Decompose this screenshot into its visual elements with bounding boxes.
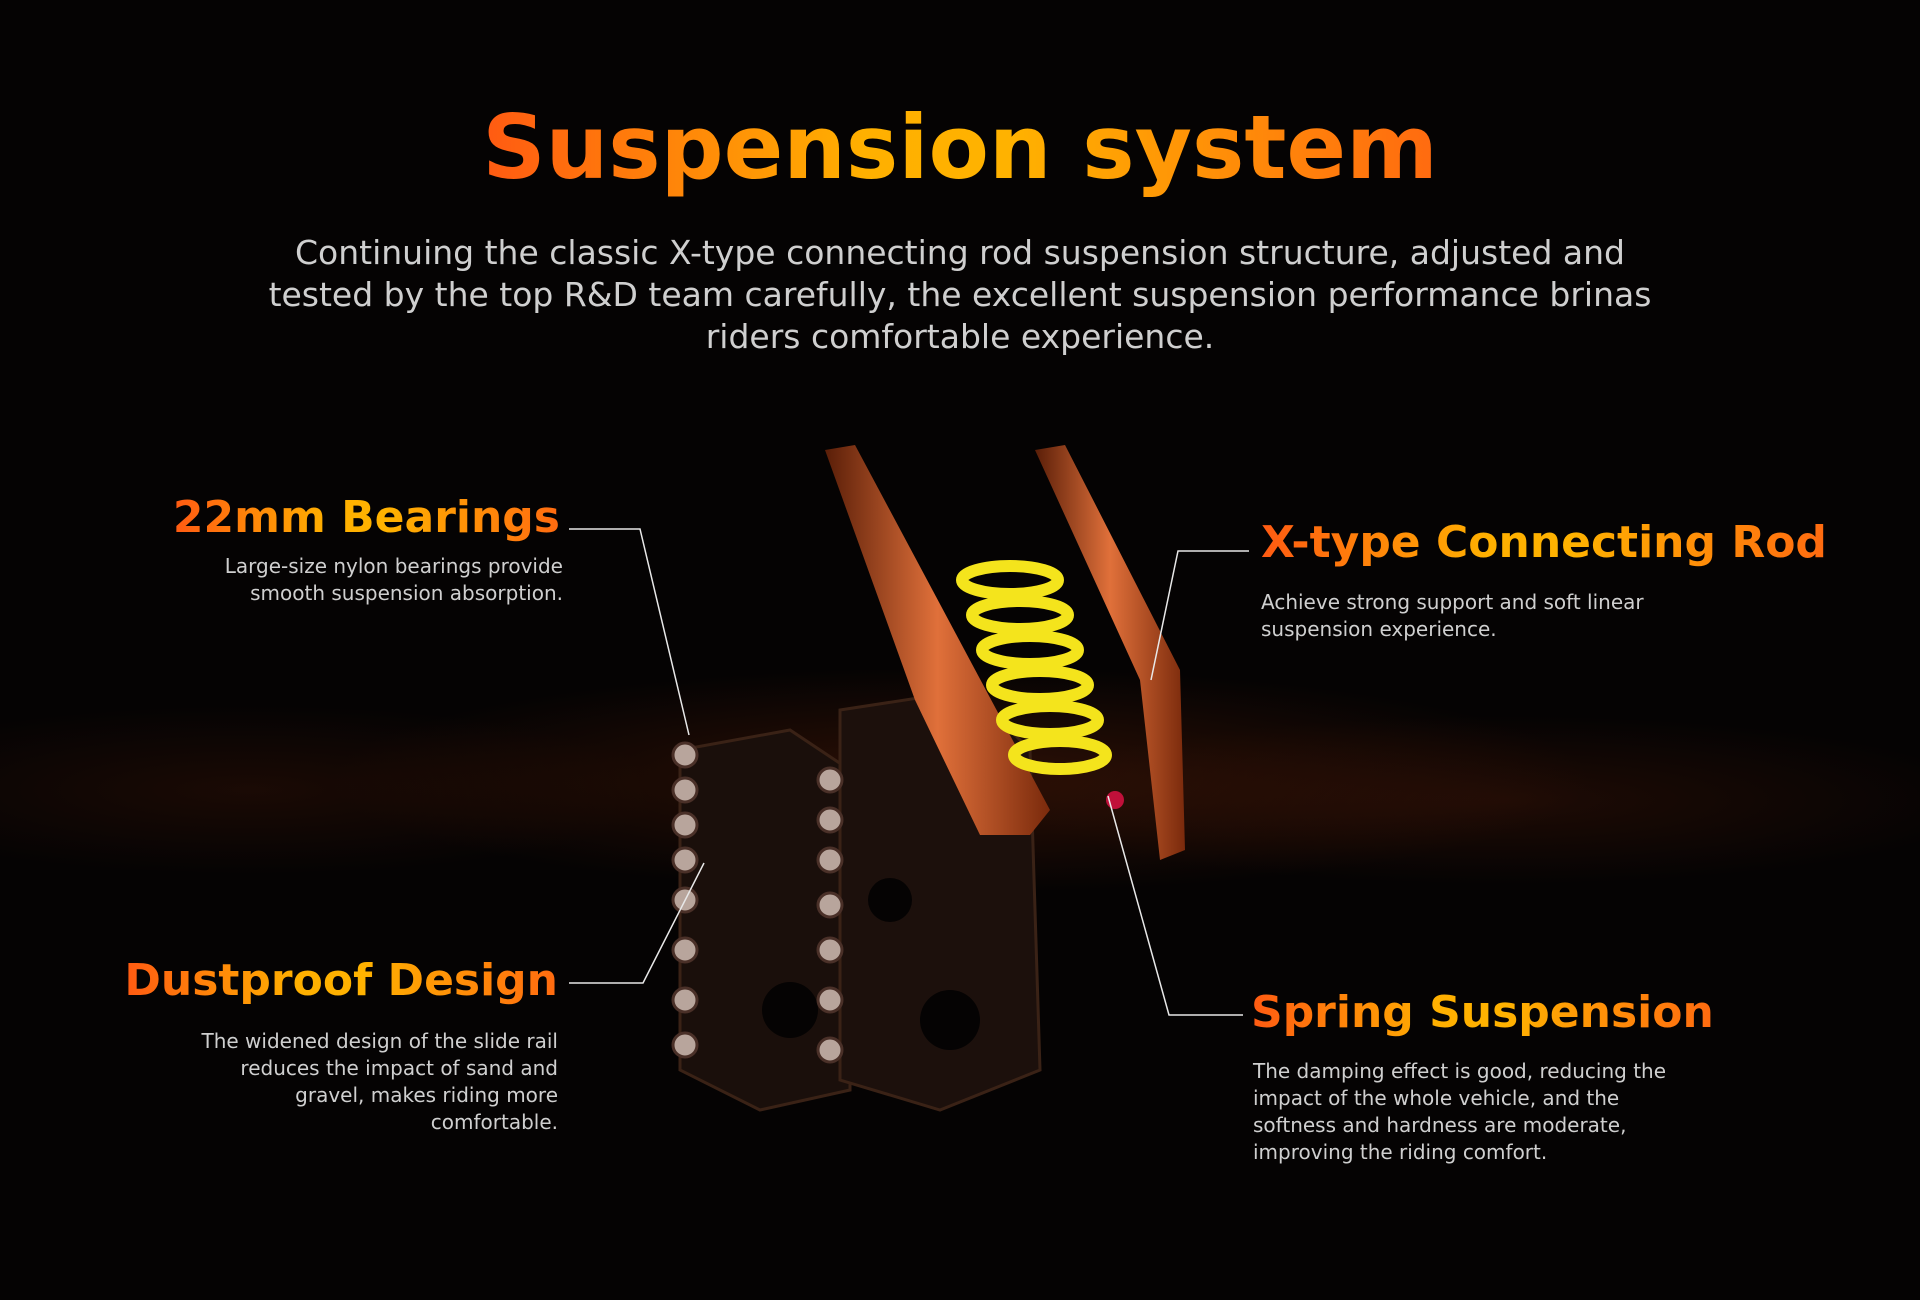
callout-line-bearings xyxy=(569,528,690,736)
feature-desc-dustproof: The widened design of the slide rail red… xyxy=(201,1029,558,1134)
feature-title-bearings: 22mm Bearings xyxy=(172,492,560,543)
feature-title-rod: X-type Connecting Rod xyxy=(1261,517,1827,568)
callout-line-spring xyxy=(1107,795,1243,1016)
page-subtitle: Continuing the classic X-type connecting… xyxy=(268,233,1652,356)
suspension-product-image xyxy=(671,445,1185,1112)
feature-title-spring: Spring Suspension xyxy=(1251,987,1714,1038)
feature-desc-rod: Achieve strong support and soft linear s… xyxy=(1261,590,1644,641)
feature-desc-bearings: Large-size nylon bearings provide smooth… xyxy=(224,554,563,605)
page-title: Suspension system xyxy=(482,96,1438,199)
callout-line-rod xyxy=(1150,550,1249,681)
feature-title-dustproof: Dustproof Design xyxy=(124,955,558,1006)
callout-line-dustproof xyxy=(569,862,705,984)
feature-desc-spring: The damping effect is good, reducing the… xyxy=(1253,1059,1667,1164)
